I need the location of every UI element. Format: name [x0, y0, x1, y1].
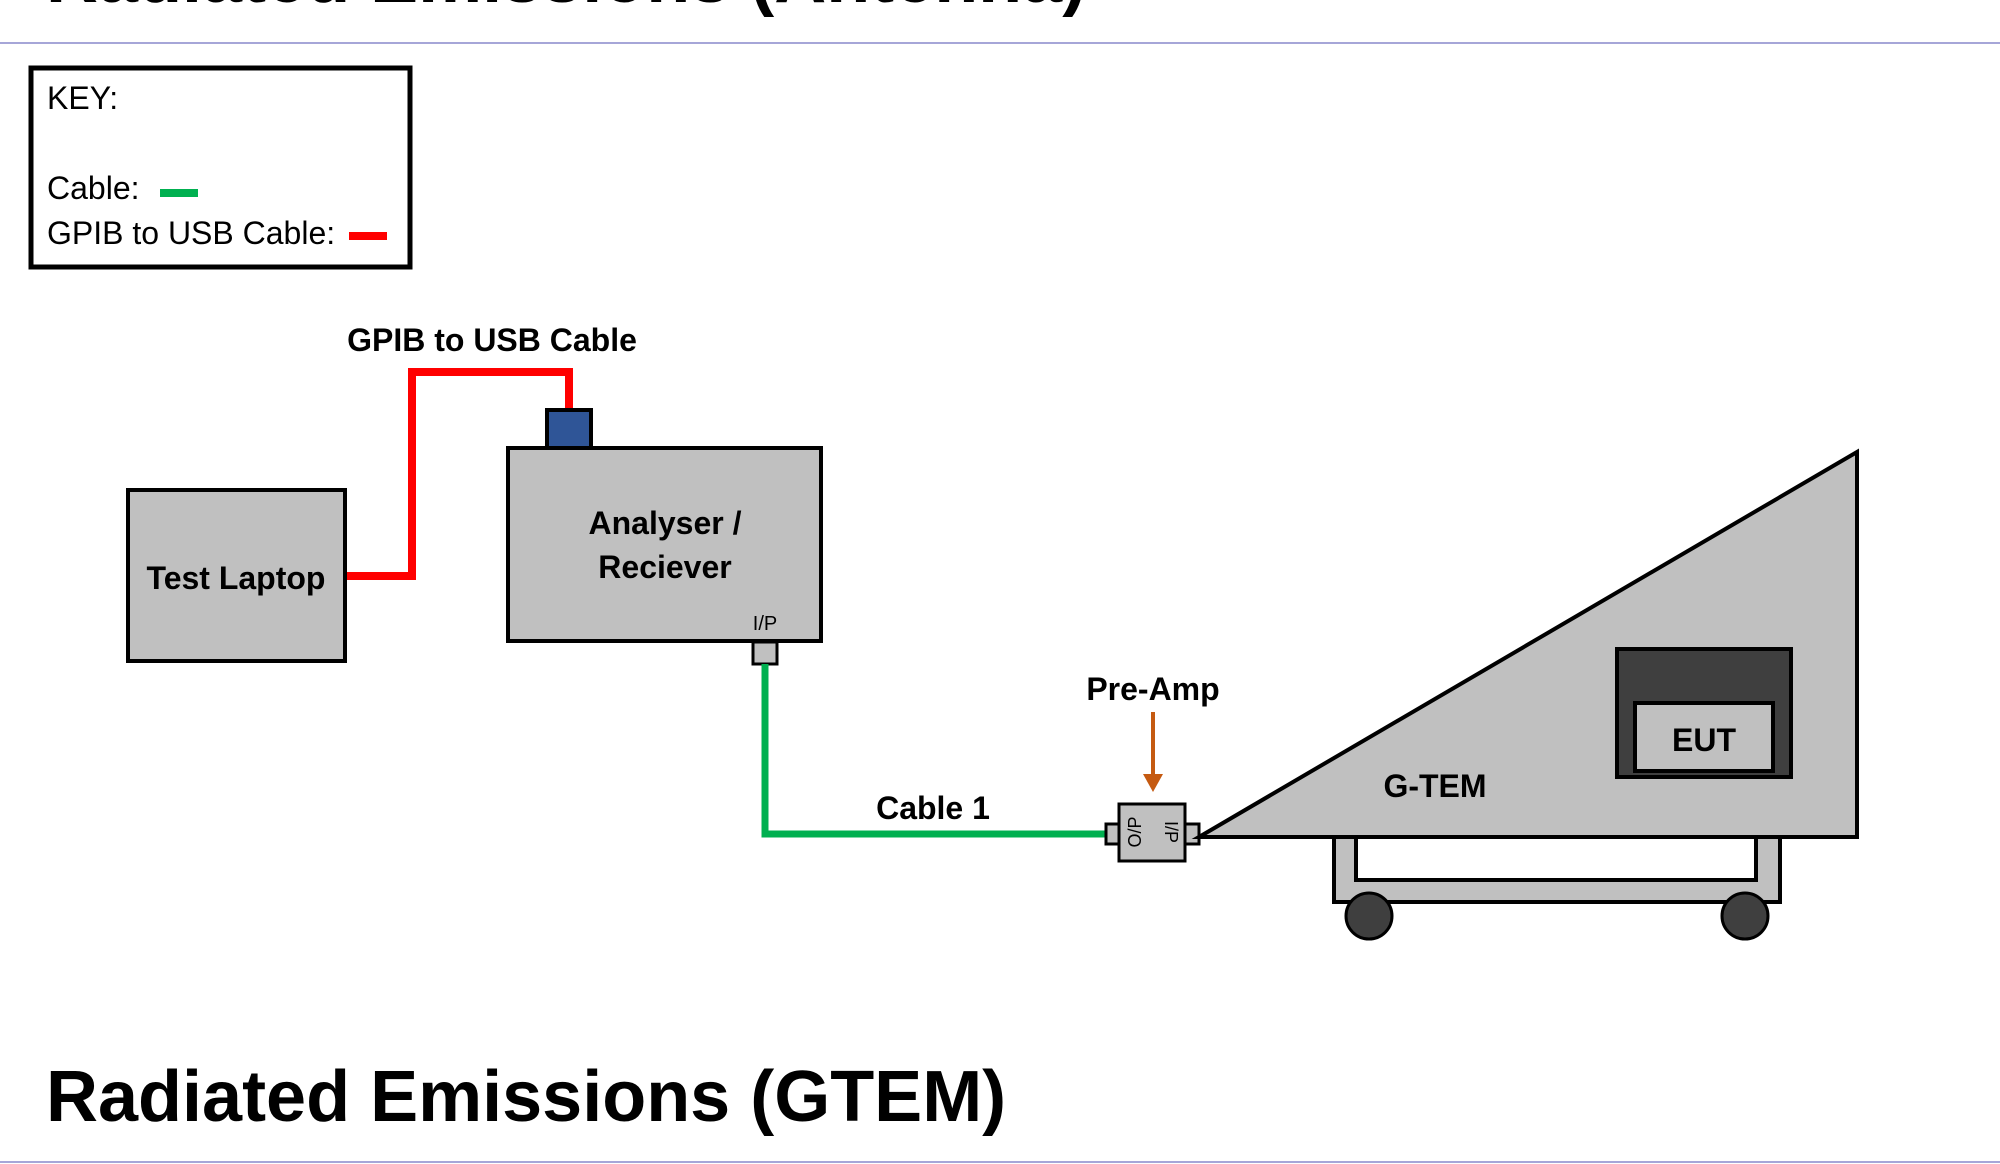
page-title: Radiated Emissions (GTEM) [46, 1057, 1006, 1137]
gtem-label: G-TEM [1383, 768, 1486, 804]
legend-box [28, 65, 413, 270]
pre-amp-arrow-head [1143, 774, 1163, 792]
g-tem: G-TEM EUT [1191, 448, 1859, 941]
test-laptop-label: Test Laptop [147, 560, 326, 596]
analyser-label-line1: Analyser / [589, 505, 742, 541]
legend-item-cable-label: Cable: [47, 170, 140, 206]
pre-amp-label: Pre-Amp [1086, 671, 1219, 707]
pre-amp: Pre-Amp O/P I/P [1086, 671, 1220, 863]
eut-label: EUT [1672, 722, 1736, 758]
gtem-chamber [1191, 448, 1859, 839]
test-laptop-box [126, 488, 347, 663]
gtem-wheel-right [1720, 891, 1770, 941]
gpib-to-usb-cable [346, 368, 573, 580]
analyser-label-line2: Reciever [598, 549, 731, 585]
pre-amp-ip-label: I/P [1161, 821, 1181, 843]
analyser-ip-port [751, 640, 779, 666]
legend-item-gpib-label: GPIB to USB Cable: [47, 215, 335, 251]
top-title-fragment: Radiated Emissions (Antenna) [46, 0, 1086, 18]
eut-box [1633, 701, 1775, 773]
legend-swatch-cable [160, 189, 198, 197]
legend-heading: KEY: [47, 80, 118, 116]
cable-1 [761, 664, 1108, 838]
pre-amp-box [1117, 802, 1187, 863]
pre-amp-ip-port [1183, 822, 1201, 846]
analyser-ip-port-label: I/P [753, 613, 777, 635]
pre-amp-op-label: O/P [1125, 816, 1145, 847]
gtem-trolley-opening [1354, 834, 1758, 882]
test-laptop: Test Laptop [126, 488, 347, 663]
cable-1-label: Cable 1 [876, 790, 990, 826]
gtem-wheel-left [1344, 891, 1394, 941]
legend-swatch-gpib [349, 232, 387, 240]
gpib-cable-label: GPIB to USB Cable [347, 322, 637, 358]
gpib-connector [545, 408, 593, 450]
legend-key: KEY: Cable: GPIB to USB Cable: [28, 65, 413, 270]
analyser-receiver: Analyser / Reciever I/P [506, 408, 823, 666]
analyser-box [506, 446, 823, 643]
